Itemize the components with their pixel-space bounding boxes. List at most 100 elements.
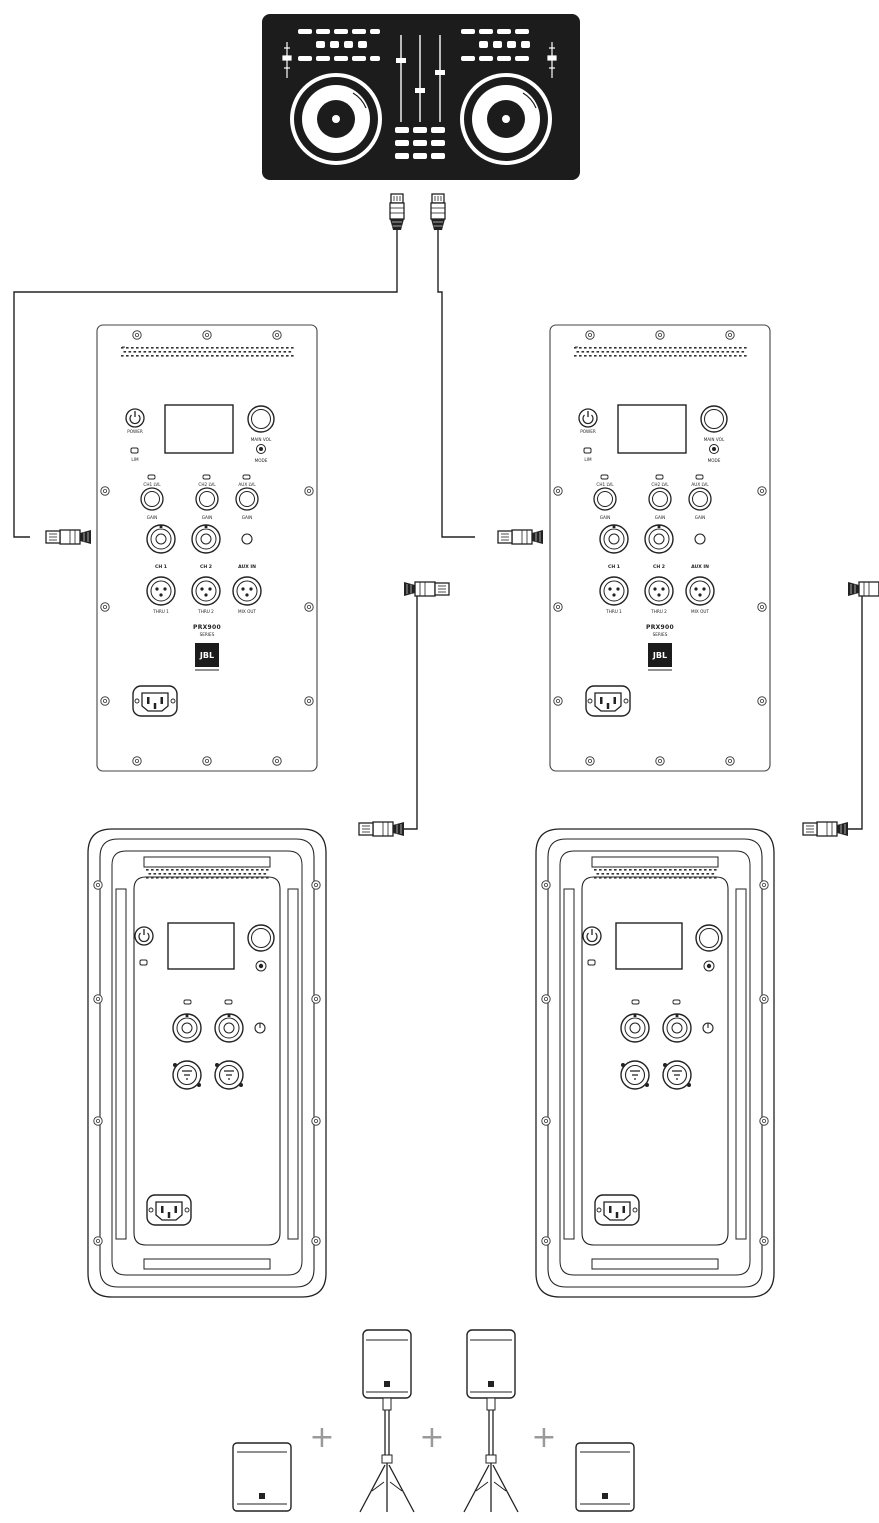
sub-input-1 — [620, 1013, 650, 1043]
vent-slot — [666, 351, 670, 353]
sub-output-1 — [172, 1060, 202, 1090]
vent-slot — [704, 877, 707, 879]
sub-lcd-display — [615, 922, 683, 970]
vent-slot — [721, 351, 725, 353]
vent-slot — [576, 351, 580, 353]
vent-slot — [221, 877, 224, 879]
vent-slot — [168, 351, 172, 353]
vent-slot — [624, 355, 627, 357]
vent-slot — [679, 355, 682, 357]
vent-slot — [163, 873, 167, 875]
vent-slot — [634, 877, 637, 879]
ch2-level-label: CH2 LVL — [651, 482, 669, 487]
vent-slot — [211, 877, 214, 879]
vent-slot — [146, 355, 149, 357]
vent-slot — [248, 351, 252, 353]
vent-slot — [191, 869, 194, 871]
vent-slot — [614, 877, 617, 879]
vent-slot — [656, 873, 660, 875]
vent-slot — [193, 351, 197, 353]
vent-slot — [226, 347, 229, 349]
thru1-jack — [599, 576, 629, 606]
vent-slot — [659, 869, 662, 871]
thru1-label: THRU 1 — [152, 609, 169, 614]
vent-slot — [236, 877, 239, 879]
mix-out-jack — [232, 576, 262, 606]
vent-slot — [629, 347, 632, 349]
center-buttons — [395, 127, 445, 159]
vent-slot — [161, 347, 164, 349]
vent-slot — [261, 869, 264, 871]
aux-level-label: AUX LVL — [691, 482, 709, 487]
vent-slot — [156, 869, 159, 871]
vent-slot — [594, 355, 597, 357]
vent-slot — [574, 355, 577, 357]
vent-grille — [146, 869, 269, 879]
vent-slot — [211, 869, 214, 871]
vent-slot — [176, 355, 179, 357]
amp-panel-left: POWER LIM MAIN VOL MODE CH1 LVL GAIN C — [96, 324, 318, 772]
vent-slot — [694, 347, 697, 349]
vent-slot — [196, 869, 199, 871]
vent-slot — [744, 355, 747, 357]
vent-slot — [634, 355, 637, 357]
vent-slot — [719, 347, 722, 349]
vent-slot — [238, 351, 242, 353]
vent-slot — [686, 873, 690, 875]
vent-slot — [661, 873, 665, 875]
vent-slot — [253, 873, 257, 875]
vent-slot — [291, 347, 294, 349]
vent-slot — [163, 351, 167, 353]
vent-slot — [709, 347, 712, 349]
vent-slot — [666, 873, 670, 875]
vent-slot — [619, 355, 622, 357]
ch2-level-label: CH2 LVL — [198, 482, 216, 487]
pitch-faders — [282, 42, 557, 78]
vent-slot — [594, 347, 597, 349]
vent-slot — [121, 355, 124, 357]
vent-slot — [206, 869, 209, 871]
speaker-on-stand-icon — [359, 1329, 415, 1513]
vent-slot — [714, 877, 717, 879]
vent-slot — [676, 873, 680, 875]
vent-slot — [699, 869, 702, 871]
ch2-input-jack — [644, 524, 674, 554]
sub-output-2 — [662, 1060, 692, 1090]
vent-slot — [741, 351, 745, 353]
vent-slot — [659, 355, 662, 357]
vent-slot — [639, 869, 642, 871]
vent-slot — [251, 347, 254, 349]
vent-slot — [646, 351, 650, 353]
vent-slot — [574, 347, 577, 349]
vent-slot — [614, 869, 617, 871]
vent-slot — [704, 347, 707, 349]
vent-slot — [161, 869, 164, 871]
vent-slot — [283, 351, 287, 353]
vent-slot — [609, 869, 612, 871]
vent-slot — [188, 351, 192, 353]
vent-slot — [631, 351, 635, 353]
ch2-gain-label: GAIN — [655, 515, 665, 520]
vent-slot — [193, 873, 197, 875]
vent-slot — [263, 873, 267, 875]
vent-slot — [261, 355, 264, 357]
vent-slot — [181, 869, 184, 871]
vent-slot — [711, 351, 715, 353]
thru2-label: THRU 2 — [197, 609, 214, 614]
vent-slot — [198, 873, 202, 875]
vent-slot — [268, 351, 272, 353]
vent-slot — [271, 355, 274, 357]
vent-slot — [696, 351, 700, 353]
vent-slot — [624, 347, 627, 349]
vent-slot — [216, 355, 219, 357]
vent-slot — [694, 869, 697, 871]
ch2-input-jack — [191, 524, 221, 554]
vent-slot — [218, 873, 222, 875]
vent-slot — [216, 347, 219, 349]
vent-slot — [729, 347, 732, 349]
vent-slot — [599, 347, 602, 349]
vent-slot — [158, 351, 162, 353]
vent-slot — [689, 355, 692, 357]
vent-slot — [231, 347, 234, 349]
vent-slot — [211, 355, 214, 357]
